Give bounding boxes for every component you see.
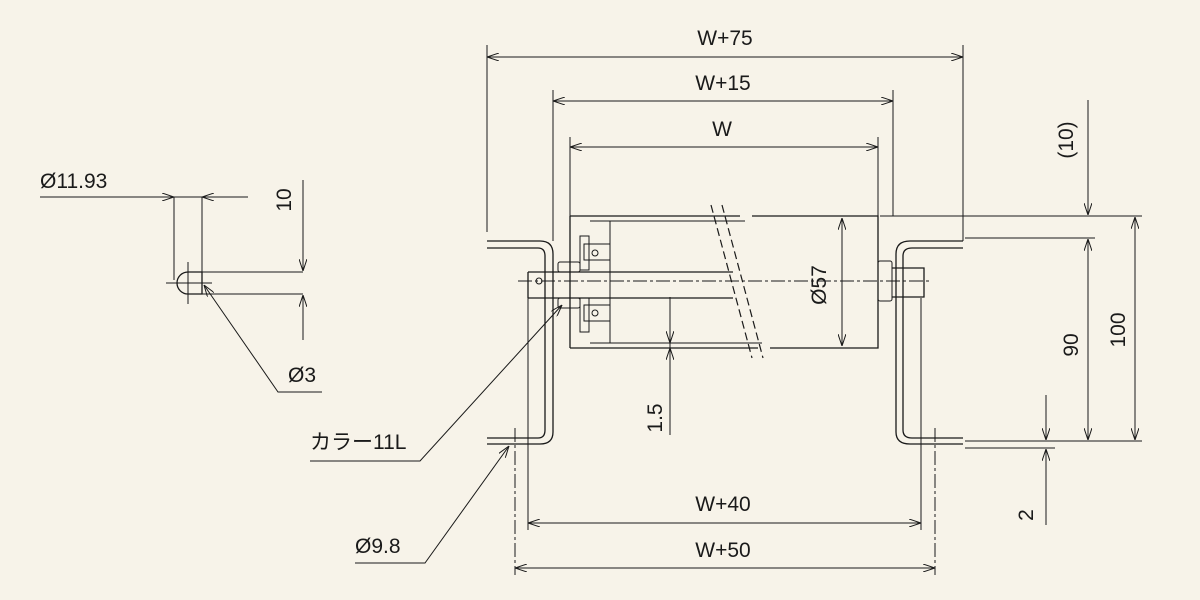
label-frame-width: W+15 [695, 72, 750, 95]
label-mount-hole: Ø9.8 [355, 535, 401, 558]
label-shaft-end: 10 [273, 188, 296, 211]
label-bracket-thickness: 2 [1015, 509, 1038, 521]
label-bracket-outer: W+50 [695, 539, 750, 562]
label-pin-hole: Ø3 [288, 364, 316, 387]
left-bracket [487, 240, 554, 575]
right-bracket [895, 240, 963, 575]
label-shaft-clearance: 1.5 [644, 403, 667, 432]
dim-roller-diameter: Ø57 [808, 218, 842, 346]
label-top-offset: (10) [1055, 121, 1078, 158]
label-height-90: 90 [1060, 333, 1083, 356]
dim-frame-width: W+15 [552, 72, 894, 241]
dim-roller-width: W [569, 118, 879, 216]
collar-leader: カラー11L [310, 305, 562, 462]
dim-shaft-clearance: 1.5 [644, 297, 670, 435]
mount-hole-leader: Ø9.8 [355, 446, 509, 564]
label-roller-width: W [712, 118, 732, 141]
dim-bracket-outer: W+50 [515, 539, 935, 568]
dim-right-heights: (10) 90 100 2 [880, 100, 1142, 525]
label-shaft-diameter: Ø11.93 [40, 170, 107, 193]
roller-body [518, 204, 932, 359]
label-overall-width: W+75 [697, 27, 752, 50]
label-roller-diameter: Ø57 [808, 265, 831, 305]
label-bracket-inner: W+40 [695, 493, 750, 516]
shaft-end-detail: Ø11.93 10 Ø3 [40, 170, 322, 393]
label-height-100: 100 [1107, 312, 1130, 347]
dim-bracket-inner: W+40 [528, 493, 921, 523]
dim-overall-width: W+75 [486, 27, 964, 241]
label-collar: カラー11L [310, 431, 406, 454]
